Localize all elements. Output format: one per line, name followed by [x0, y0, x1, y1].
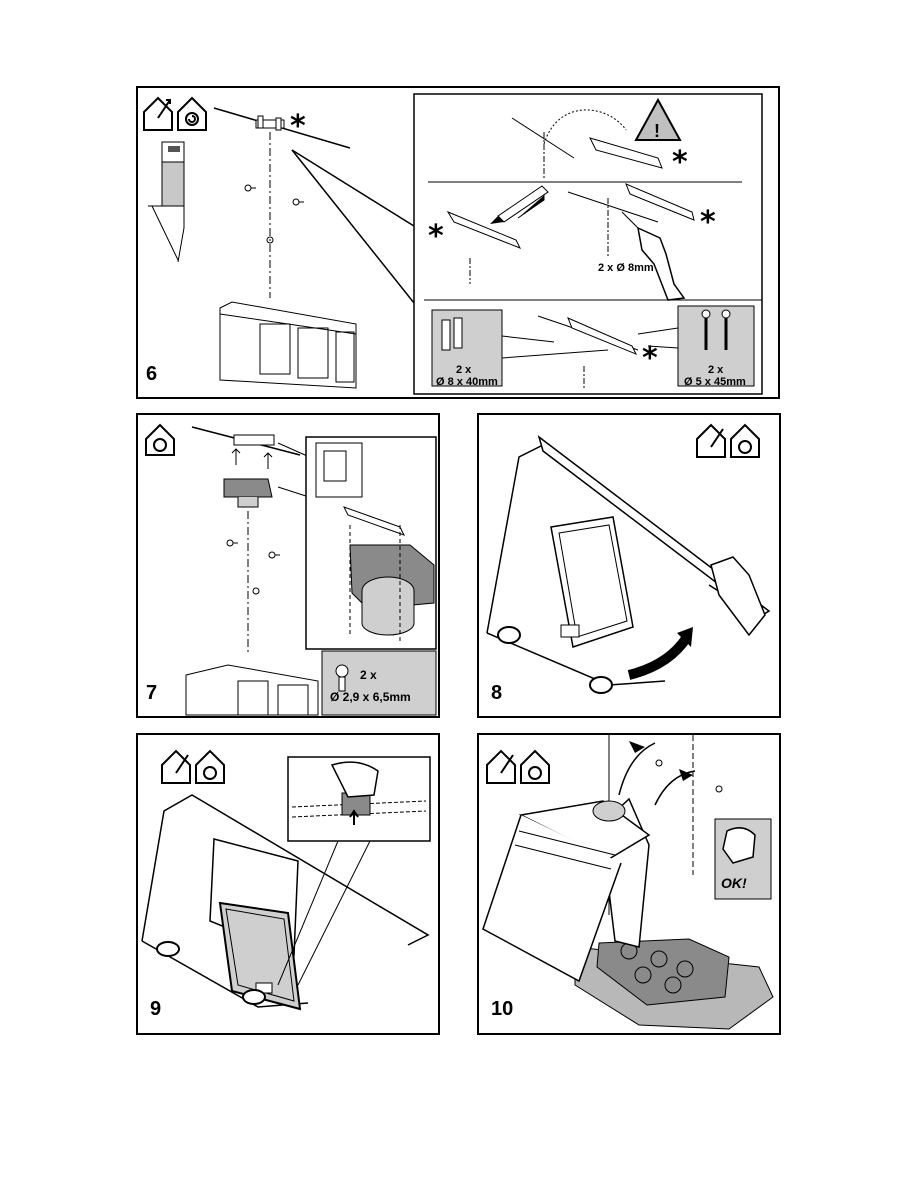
- house-vent-out-icon: [143, 96, 173, 131]
- step-6-panel: 6 * * * * * ! 2 x Ø 8mm 2 x Ø 8 x 40mm 2…: [136, 86, 780, 399]
- screw-quantity-label: 2 x: [360, 668, 377, 682]
- house-recirculation-icon: [195, 749, 225, 784]
- step-number: 10: [491, 998, 514, 1020]
- warning-glyph: !: [654, 121, 660, 141]
- step-8-illustration: [486, 423, 771, 694]
- step-number: 9: [150, 998, 162, 1020]
- step-7-illustration: [145, 423, 437, 716]
- wall-plug-icon: [441, 317, 463, 351]
- asterisk-marker: *: [428, 219, 444, 254]
- step-8-panel: 8: [477, 413, 781, 718]
- step-9-panel: 9: [136, 733, 440, 1035]
- step-10-panel: 10 OK!: [477, 733, 781, 1035]
- screw-quantity-label: 2 x: [708, 364, 724, 376]
- step-number: 6: [146, 363, 158, 385]
- asterisk-marker: *: [700, 205, 716, 240]
- plug-size-label: Ø 8 x 40mm: [436, 376, 498, 388]
- drill-size-label: 2 x Ø 8mm: [598, 262, 654, 274]
- house-recirculation-icon: [177, 96, 207, 131]
- pencil-icon: [490, 185, 549, 224]
- ok-label: OK!: [721, 875, 747, 891]
- drill-icon: [621, 211, 686, 301]
- step-6-illustration: [143, 93, 763, 395]
- step-number: 8: [491, 682, 503, 704]
- screw-icon: [701, 309, 731, 350]
- step-number: 7: [146, 682, 158, 704]
- asterisk-marker: *: [672, 145, 688, 180]
- house-vent-out-icon: [486, 749, 516, 784]
- hand-icon: [710, 556, 766, 637]
- plug-quantity-label: 2 x: [456, 364, 472, 376]
- house-recirculation-icon: [730, 423, 760, 458]
- warning-triangle-icon: [634, 97, 682, 141]
- screw-size-label: Ø 2,9 x 6,5mm: [330, 690, 411, 704]
- step-9-illustration: [141, 749, 431, 1011]
- asterisk-marker: *: [290, 109, 306, 144]
- step-10-illustration: [482, 735, 774, 1030]
- screw-size-label: Ø 5 x 45mm: [684, 376, 746, 388]
- house-vent-out-icon: [696, 423, 726, 458]
- step-7-panel: 7 2 x Ø 2,9 x 6,5mm: [136, 413, 440, 718]
- house-recirculation-icon: [145, 423, 175, 456]
- house-vent-out-icon: [161, 749, 191, 784]
- screw-icon: [335, 664, 349, 692]
- house-recirculation-icon: [520, 749, 550, 784]
- asterisk-marker: *: [642, 341, 658, 376]
